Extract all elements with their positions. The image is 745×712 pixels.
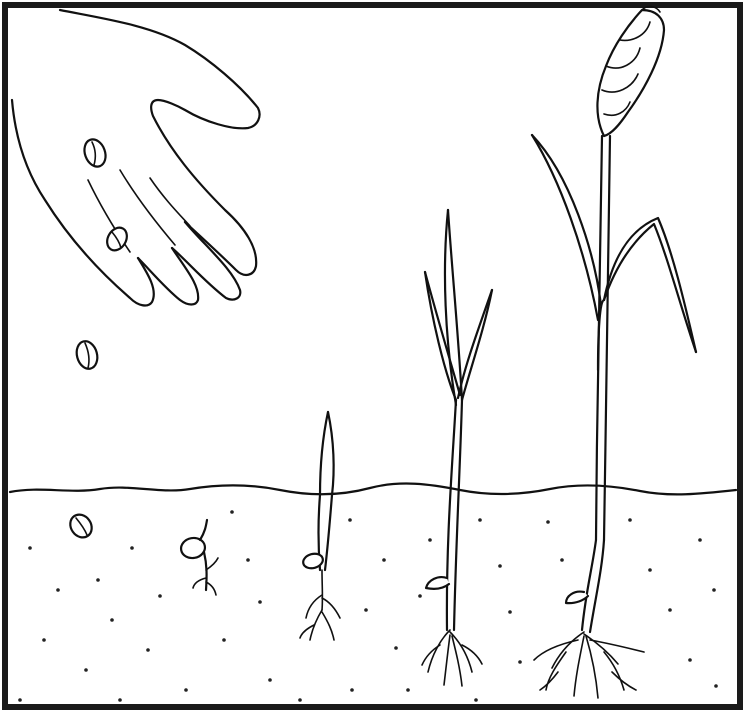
soil-dot <box>84 668 88 672</box>
soil-dot <box>418 594 422 598</box>
soil-dot <box>518 660 522 664</box>
seed-in-palm-upper <box>81 136 109 169</box>
soil-dot <box>298 698 302 702</box>
soil-dot <box>146 648 150 652</box>
soil-dot <box>268 678 272 682</box>
soil-dot <box>668 608 672 612</box>
soil-dot <box>230 510 234 514</box>
soil-dot <box>246 558 250 562</box>
falling-seed <box>74 339 101 371</box>
hand-icon <box>12 10 260 305</box>
soil-dot <box>350 688 354 692</box>
soil-dot <box>546 520 550 524</box>
ground-line <box>10 484 736 495</box>
soil-dot <box>18 698 22 702</box>
soil-dot <box>130 546 134 550</box>
soil-dot <box>712 588 716 592</box>
soil-dot <box>118 698 122 702</box>
soil-dot <box>560 558 564 562</box>
soil-dot <box>628 518 632 522</box>
soil-dot <box>714 684 718 688</box>
soil-dot <box>478 518 482 522</box>
soil-dot <box>158 594 162 598</box>
soil-dot <box>474 698 478 702</box>
soil-dot <box>222 638 226 642</box>
soil-dot <box>394 646 398 650</box>
soil-dot <box>56 588 60 592</box>
sprouting-seed-icon <box>179 520 218 595</box>
soil-dot <box>42 638 46 642</box>
soil-dot <box>258 600 262 604</box>
buried-seed <box>66 510 96 541</box>
soil-dot <box>406 688 410 692</box>
soil-dot <box>28 546 32 550</box>
soil-dot <box>648 568 652 572</box>
soil-dot <box>348 518 352 522</box>
soil-dot <box>110 618 114 622</box>
soil-dot <box>382 558 386 562</box>
soil-dot <box>96 578 100 582</box>
seed-in-palm-lower <box>103 224 131 254</box>
soil-dot <box>364 608 368 612</box>
soil-dot <box>688 658 692 662</box>
soil-dot <box>498 564 502 568</box>
young-plant-icon <box>422 210 492 686</box>
soil-dot <box>508 610 512 614</box>
soil-dot <box>698 538 702 542</box>
soil-dot <box>184 688 188 692</box>
wheat-ear-icon <box>532 6 696 698</box>
soil-dot <box>428 538 432 542</box>
seedling-icon <box>300 412 340 640</box>
